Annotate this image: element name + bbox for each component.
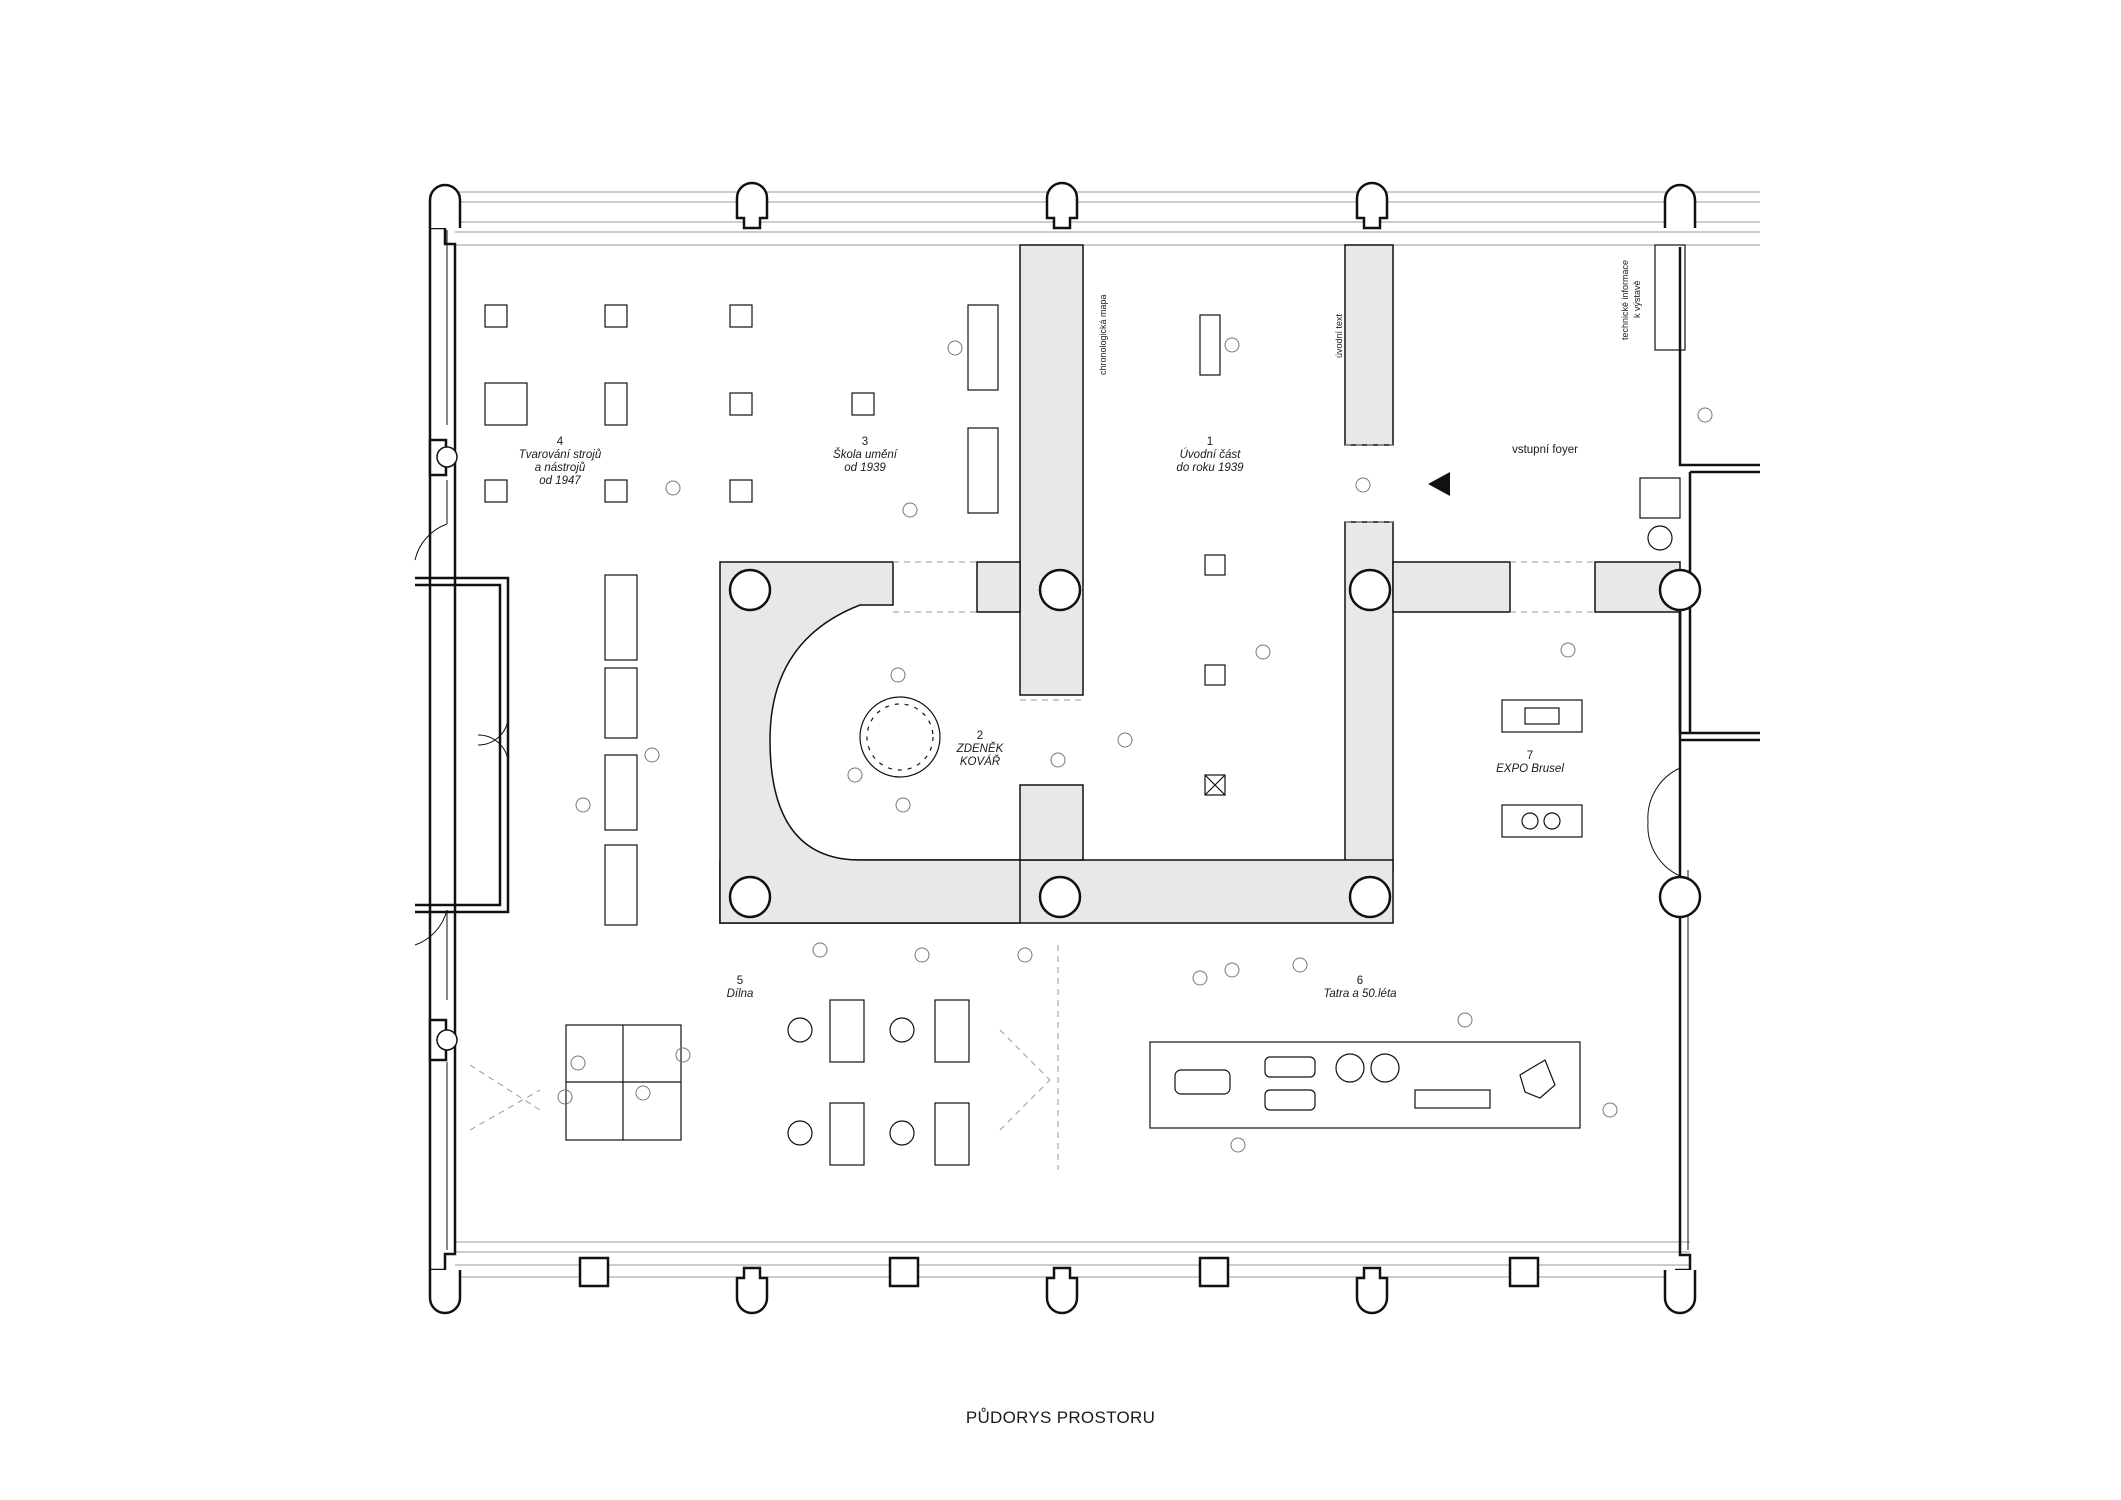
room-1-name-line1: Úvodní část	[1179, 449, 1241, 461]
chronological-map-label: chronologická mapa	[1098, 294, 1108, 375]
room-4-name-line2: a nástrojů	[534, 462, 586, 474]
people-figures	[557, 337, 1713, 1153]
doorways	[469, 444, 1595, 1170]
room-6-name: Tatra a 50.léta	[1323, 988, 1397, 1000]
tech-info-label-line2: k výstavě	[1632, 280, 1642, 318]
room-1-label: 1 Úvodní část do roku 1939	[1150, 436, 1270, 475]
room-7-name: EXPO Brusel	[1496, 763, 1564, 775]
room-4-name-line3: od 1947	[539, 475, 581, 487]
workshop-tables	[565, 999, 970, 1166]
room-2-number: 2	[976, 730, 984, 742]
intro-text-label: úvodní text	[1334, 313, 1344, 358]
room-6-number: 6	[1356, 975, 1364, 987]
exhibits-room-3	[967, 304, 999, 514]
room-7-label: 7 EXPO Brusel	[1475, 750, 1585, 776]
room-3-name-line1: Škola umění	[833, 449, 897, 461]
foyer-text: vstupní foyer	[1512, 444, 1578, 456]
expo-displays	[1501, 244, 1686, 838]
room-3-number: 3	[861, 436, 869, 448]
room-5-number: 5	[736, 975, 744, 987]
room-2-name-line1: ZDENĚK	[956, 743, 1004, 755]
room-5-label: 5 Dílna	[700, 975, 780, 1001]
entrance-arrow-icon	[1428, 472, 1450, 496]
room-2-label: 2 ZDENĚK KOVÁŘ	[940, 730, 1020, 769]
structural-columns	[728, 568, 1702, 919]
room-6-label: 6 Tatra a 50.léta	[1295, 975, 1425, 1001]
room-3-name-line2: od 1939	[844, 462, 886, 474]
room-3-label: 3 Škola umění od 1939	[805, 436, 925, 475]
exhibits-room-4	[484, 304, 875, 926]
plan-caption: PŮDORYS PROSTORU	[965, 1408, 1156, 1427]
round-table-room-2	[859, 696, 941, 778]
room-4-number: 4	[556, 436, 564, 448]
room-1-name-line2: do roku 1939	[1176, 462, 1244, 474]
facade-columns	[428, 181, 1697, 1315]
room-4-name-line1: Tvarování strojů	[518, 449, 602, 461]
tech-info-label-line1: technické informace	[1620, 259, 1630, 340]
car-platform	[1149, 1041, 1581, 1129]
exhibits-room-1	[1199, 314, 1226, 796]
room-1-number: 1	[1206, 436, 1214, 448]
room-4-label: 4 Tvarování strojů a nástrojů od 1947	[490, 436, 630, 488]
building-walls	[414, 191, 1760, 1278]
room-5-name: Dílna	[726, 988, 754, 1000]
room-2-name-line2: KOVÁŘ	[959, 756, 1001, 768]
room-7-number: 7	[1526, 750, 1534, 762]
foyer-label: vstupní foyer	[1490, 444, 1600, 457]
